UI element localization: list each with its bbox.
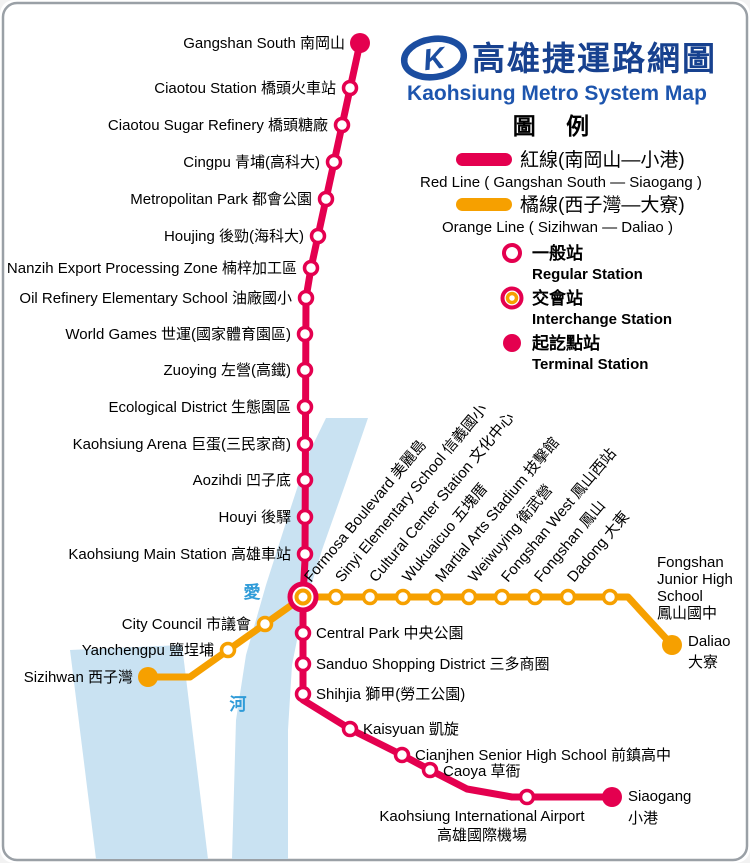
- legend-red-zh: 紅線(南岡山—小港): [520, 149, 685, 171]
- station-nanzih: [302, 259, 320, 277]
- station-weiwuying: [460, 588, 478, 606]
- label-metropolitan-park: Metropolitan Park 都會公園: [130, 191, 312, 208]
- station-wukuaicuo: [394, 588, 412, 606]
- label-fongshan-jhs-2: Junior High: [657, 571, 733, 588]
- label-cianjhen: Cianjhen Senior High School 前鎮高中: [415, 747, 671, 764]
- station-caoya: [421, 761, 439, 779]
- label-fongshan-jhs-4: 鳳山國中: [657, 605, 717, 622]
- label-kaohsiung-arena: Kaohsiung Arena 巨蛋(三民家商): [73, 436, 291, 453]
- station-houyi: [296, 508, 314, 526]
- label-cingpu: Cingpu 青埔(高科大): [183, 154, 320, 171]
- label-central-park: Central Park 中央公園: [316, 625, 464, 642]
- label-ciaotou-sugar-refinery: Ciaotou Sugar Refinery 橋頭糖廠: [108, 116, 328, 134]
- legend-heading: 圖 例: [513, 113, 601, 139]
- station-martial-arts: [427, 588, 445, 606]
- legend-interchange-zh: 交會站: [532, 288, 583, 308]
- love-river-shape: [232, 418, 368, 859]
- label-kaisyuan: Kaisyuan 凱旋: [363, 721, 459, 738]
- station-ciaotou: [341, 79, 359, 97]
- label-kaohsiung-main: Kaohsiung Main Station 高雄車站: [68, 546, 291, 563]
- station-aozihdi: [296, 471, 314, 489]
- label-airport-zh: 高雄國際機場: [437, 827, 527, 844]
- station-ecological-district: [296, 398, 314, 416]
- legend-interchange-en: Interchange Station: [532, 311, 672, 328]
- station-cianjhen: [393, 746, 411, 764]
- terminal-station-icon: [503, 334, 521, 352]
- station-gangshan-south-terminal: [350, 33, 370, 53]
- label-sanduo: Sanduo Shopping District 三多商圈: [316, 656, 549, 673]
- legend-terminal-zh: 起訖點站: [531, 333, 600, 353]
- legend-regular-zh: 一般站: [532, 243, 583, 263]
- station-ciaotou-sugar-refinery: [333, 116, 351, 134]
- label-daliao-zh: 大寮: [688, 653, 718, 671]
- krtc-logo: K: [400, 35, 468, 81]
- krtc-logo-ellipse: [400, 35, 468, 81]
- station-world-games: [296, 325, 314, 343]
- label-yanchengpu: Yanchengpu 鹽埕埔: [82, 642, 214, 659]
- label-fongshan-jhs-3: School: [657, 588, 703, 605]
- station-metropolitan-park: [317, 190, 335, 208]
- label-shihjia: Shihjia 獅甲(勞工公園): [316, 686, 465, 703]
- page-title-zh: 高雄捷運路網圖: [472, 40, 717, 77]
- legend-orange-en: Orange Line ( Sizihwan — Daliao ): [442, 219, 673, 236]
- river-label-he: 河: [230, 695, 247, 714]
- station-kaohsiung-main: [296, 545, 314, 563]
- station-oil-refinery: [297, 289, 315, 307]
- page-title-en: Kaohsiung Metro System Map: [407, 82, 707, 105]
- label-siaogang-zh: 小港: [628, 810, 658, 827]
- label-houjing: Houjing 後勁(海科大): [164, 228, 304, 245]
- label-daliao-en: Daliao: [688, 633, 731, 650]
- station-formosa-boulevard-inner: [294, 588, 312, 606]
- legend-red-en: Red Line ( Gangshan South — Siaogang ): [420, 174, 702, 191]
- label-city-council: City Council 市議會: [122, 615, 251, 633]
- station-kaisyuan: [341, 720, 359, 738]
- station-fongshan: [526, 588, 544, 606]
- regular-station-icon: [502, 243, 522, 263]
- label-world-games: World Games 世運(國家體育園區): [65, 326, 291, 343]
- station-sizihwan-terminal: [138, 667, 158, 687]
- label-sizihwan: Sizihwan 西子灣: [24, 669, 133, 686]
- station-sanduo: [294, 655, 312, 673]
- station-cingpu: [325, 153, 343, 171]
- station-houjing: [309, 227, 327, 245]
- interchange-station-icon-inner: [505, 291, 519, 305]
- river-label-love: 愛: [244, 582, 261, 602]
- label-ciaotou: Ciaotou Station 橋頭火車站: [154, 80, 336, 97]
- label-nanzih: Nanzih Export Processing Zone 楠梓加工區: [7, 260, 297, 277]
- station-fongshan-jhs: [601, 588, 619, 606]
- station-zuoying: [296, 361, 314, 379]
- station-cultural-center: [361, 588, 379, 606]
- label-fongshan-jhs-1: Fongshan: [657, 554, 724, 571]
- station-daliao-terminal: [662, 635, 682, 655]
- station-shihjia: [294, 685, 312, 703]
- label-aozihdi: Aozihdi 凹子底: [193, 472, 291, 489]
- label-caoya: Caoya 草衙: [443, 763, 521, 780]
- harbor-shape: [70, 645, 208, 859]
- red-line-swatch: [456, 153, 512, 166]
- station-dadong: [559, 588, 577, 606]
- legend-orange-zh: 橘線(西子灣—大寮): [520, 194, 685, 216]
- station-sinyi: [327, 588, 345, 606]
- station-airport: [518, 788, 536, 806]
- legend-regular-en: Regular Station: [532, 266, 643, 283]
- label-airport-en: Kaohsiung International Airport: [379, 808, 585, 825]
- station-kaohsiung-arena: [296, 435, 314, 453]
- station-city-council: [256, 615, 274, 633]
- label-oil-refinery: Oil Refinery Elementary School 油廠國小: [19, 289, 292, 307]
- orange-line-swatch: [456, 198, 512, 211]
- label-houyi: Houyi 後驛: [218, 509, 291, 526]
- station-siaogang-terminal: [602, 787, 622, 807]
- station-central-park: [294, 624, 312, 642]
- label-siaogang-en: Siaogang: [628, 788, 691, 805]
- label-zuoying: Zuoying 左營(高鐵): [163, 361, 291, 379]
- label-gangshan-south: Gangshan South 南岡山: [183, 35, 345, 52]
- station-yanchengpu: [219, 641, 237, 659]
- label-ecological-district: Ecological District 生態園區: [108, 399, 291, 416]
- legend-terminal-en: Terminal Station: [532, 356, 648, 373]
- station-fongshan-west: [493, 588, 511, 606]
